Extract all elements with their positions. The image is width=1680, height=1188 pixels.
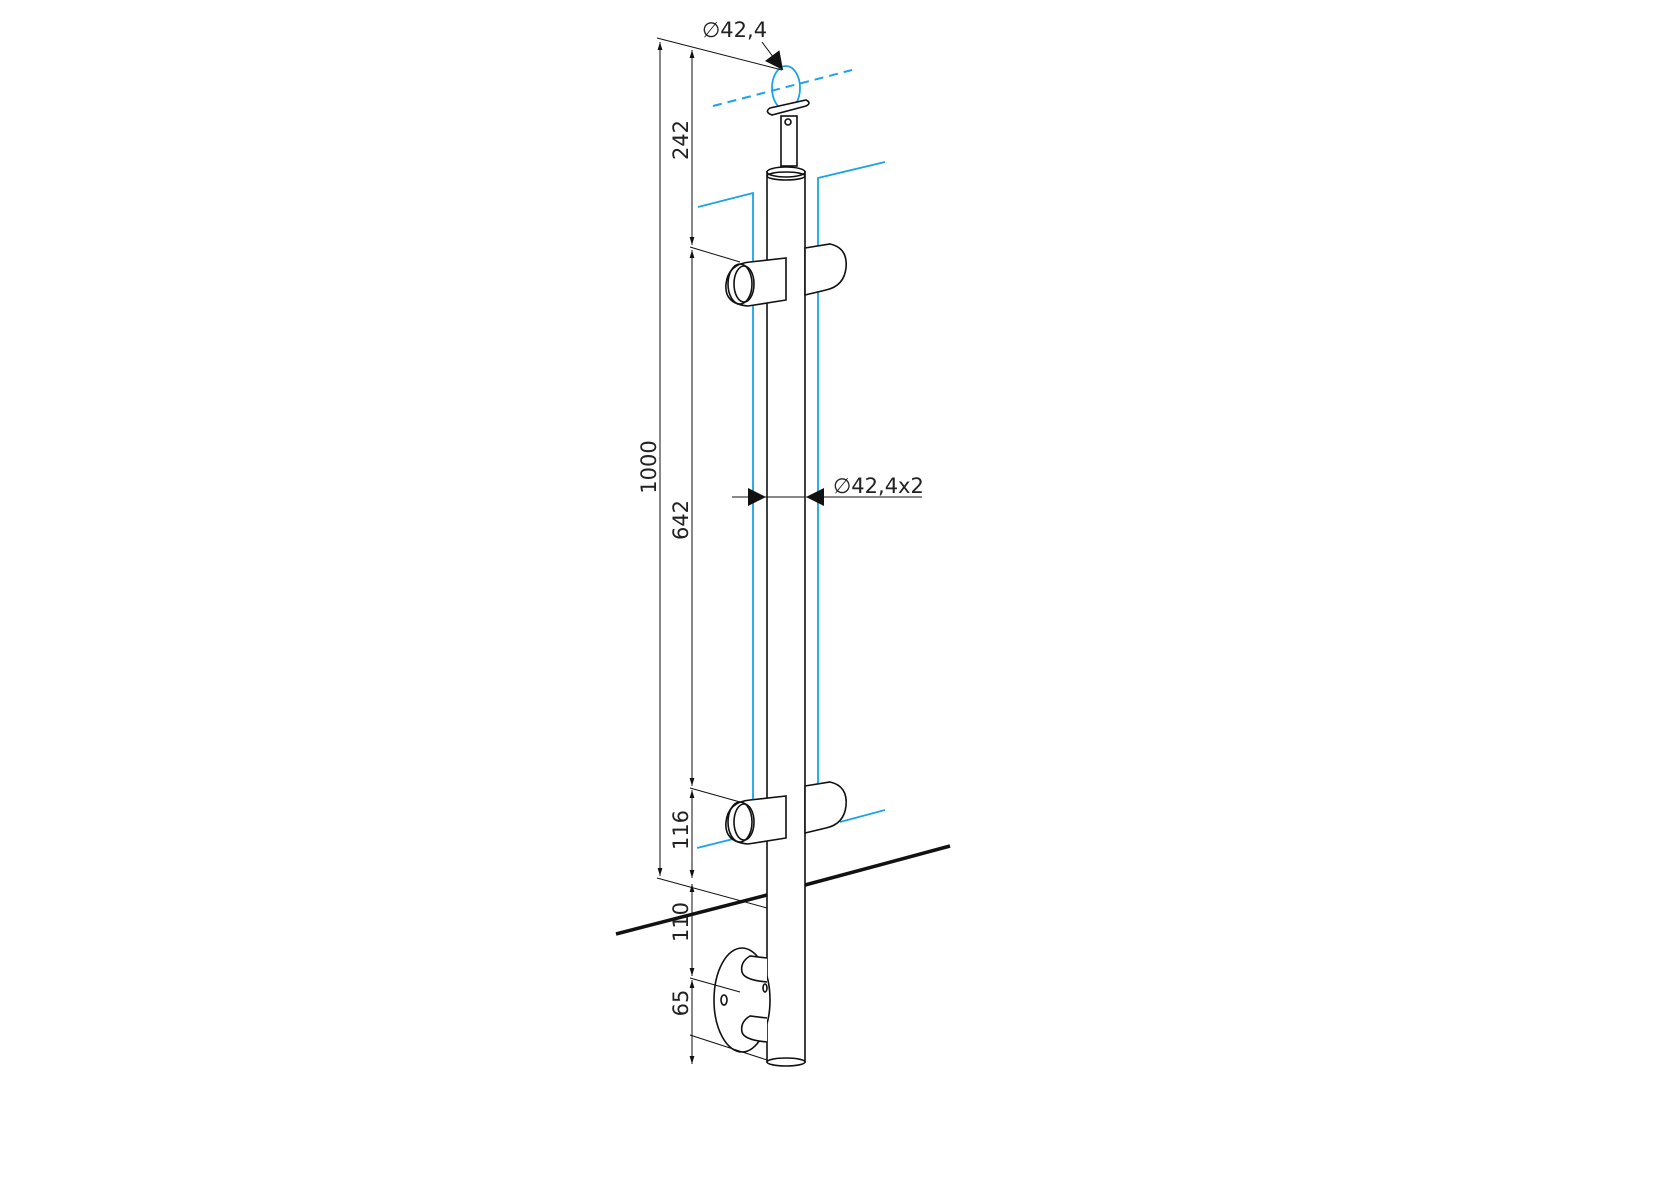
label-116: 116 bbox=[669, 810, 693, 850]
extension-lines bbox=[656, 37, 783, 1061]
glass-panel-right bbox=[817, 161, 886, 823]
label-1000: 1000 bbox=[637, 440, 661, 493]
handrail-saddle bbox=[766, 99, 810, 167]
label-post-diameter: ∅42,4x2 bbox=[833, 474, 924, 498]
top-diameter-leader bbox=[761, 41, 784, 71]
label-110: 110 bbox=[669, 902, 693, 942]
glass-clamp-upper-left bbox=[725, 257, 787, 307]
handrail-centerline bbox=[712, 69, 853, 107]
label-242: 242 bbox=[669, 120, 693, 160]
base-plate bbox=[713, 947, 771, 1053]
label-65: 65 bbox=[669, 990, 693, 1017]
glass-clamp-lower-left bbox=[725, 795, 787, 845]
label-642: 642 bbox=[669, 500, 693, 540]
post-tube bbox=[766, 166, 806, 1067]
glass-clamp-upper-right bbox=[804, 243, 847, 297]
label-top-diameter: ∅42,4 bbox=[702, 18, 767, 42]
glass-clamp-lower-right bbox=[804, 781, 847, 835]
